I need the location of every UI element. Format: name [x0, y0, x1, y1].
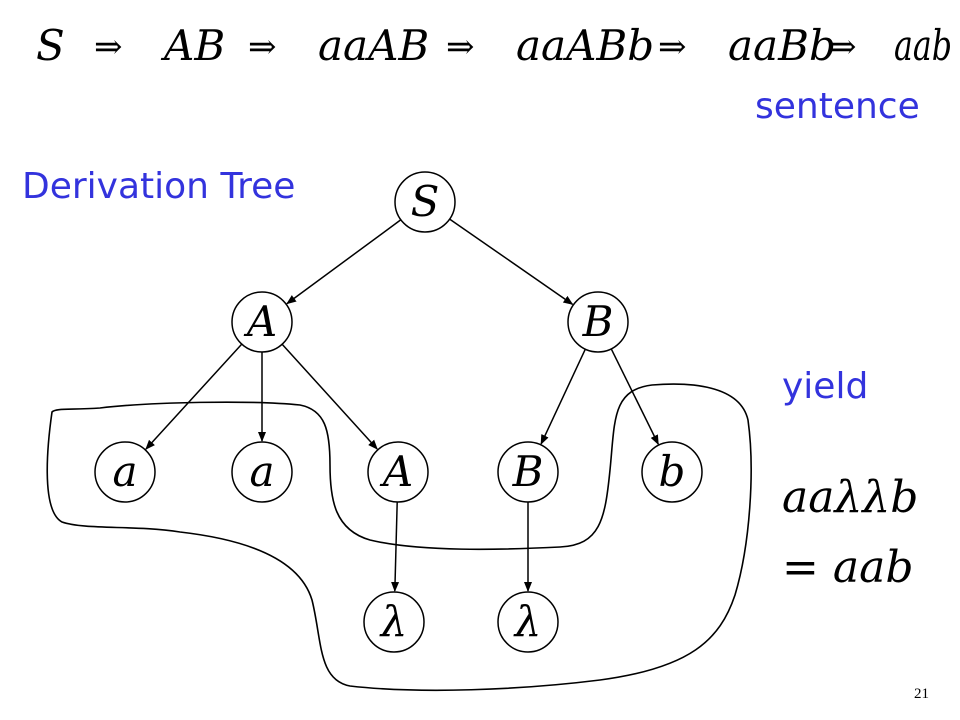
tree-node-circle — [231, 291, 293, 353]
yield-boundary — [46, 383, 752, 692]
page-number: 21 — [914, 686, 929, 702]
tree-node-label: S — [411, 177, 440, 226]
tree-node-B1: B — [567, 291, 629, 353]
sentence-label: sentence — [755, 86, 920, 127]
tree-node-circle — [641, 441, 703, 503]
tree-node-A2: A — [367, 441, 429, 503]
derivation-line: S ⇒ AB ⇒ aaAB ⇒ aaABb ⇒ aaBb ⇒ aab — [36, 21, 952, 70]
tree-node-label: λ — [513, 597, 542, 646]
derive-arrow: ⇒ — [248, 27, 277, 67]
derive-arrow: ⇒ — [658, 27, 687, 67]
tree-node-S: S — [394, 171, 456, 233]
derivation-tree-title: Derivation Tree — [22, 166, 295, 207]
derive-arrow: ⇒ — [94, 27, 123, 67]
tree-node-label: b — [659, 447, 686, 496]
tree-node-circle — [363, 591, 425, 653]
derive-arrow: ⇒ — [828, 27, 857, 67]
derive-arrow: ⇒ — [446, 27, 475, 67]
tree-node-b1: b — [641, 441, 703, 503]
tree-node-circle — [567, 291, 629, 353]
tree-node-circle — [497, 591, 559, 653]
tree-edge-A1-a1 — [145, 343, 243, 450]
tree-node-A1: A — [231, 291, 293, 353]
tree-node-L1: λ — [363, 591, 425, 653]
tree-node-circle — [394, 171, 456, 233]
tree-edge-S-A1 — [286, 219, 402, 305]
derivation-step: aaAB — [318, 21, 429, 70]
tree-edge-A2-L1 — [391, 501, 400, 593]
tree-node-circle — [497, 441, 559, 503]
tree-node-L2: λ — [497, 591, 559, 653]
tree-node-circle — [231, 441, 293, 503]
tree-node-label: A — [243, 297, 277, 346]
yield-expression-line1: aaλλb — [782, 472, 918, 523]
tree-edge-B1-B2 — [540, 348, 586, 445]
yield-expression-line2: = aab — [782, 542, 913, 593]
tree-node-label: λ — [379, 597, 408, 646]
tree-node-label: A — [379, 447, 413, 496]
tree-node-B2: B — [497, 441, 559, 503]
tree-node-label: a — [249, 447, 274, 496]
tree-edge-B1-b1 — [610, 348, 659, 446]
tree-node-circle — [367, 441, 429, 503]
derivation-step: aaABb — [516, 21, 654, 70]
yield-label: yield — [782, 366, 868, 407]
derivation-step: aab — [894, 21, 952, 70]
tree-node-label: a — [112, 447, 137, 496]
tree-edge-A1-A2 — [281, 343, 378, 450]
derivation-step: AB — [160, 21, 225, 70]
derivation-step: S — [36, 21, 65, 70]
tree-edges — [145, 218, 659, 593]
tree-node-label: B — [582, 297, 614, 346]
tree-node-a1: a — [94, 441, 156, 503]
tree-edge-S-B1 — [449, 218, 574, 305]
tree-node-label: B — [512, 447, 544, 496]
tree-node-circle — [94, 441, 156, 503]
derivation-step: aaBb — [728, 21, 836, 70]
tree-node-a2: a — [231, 441, 293, 503]
